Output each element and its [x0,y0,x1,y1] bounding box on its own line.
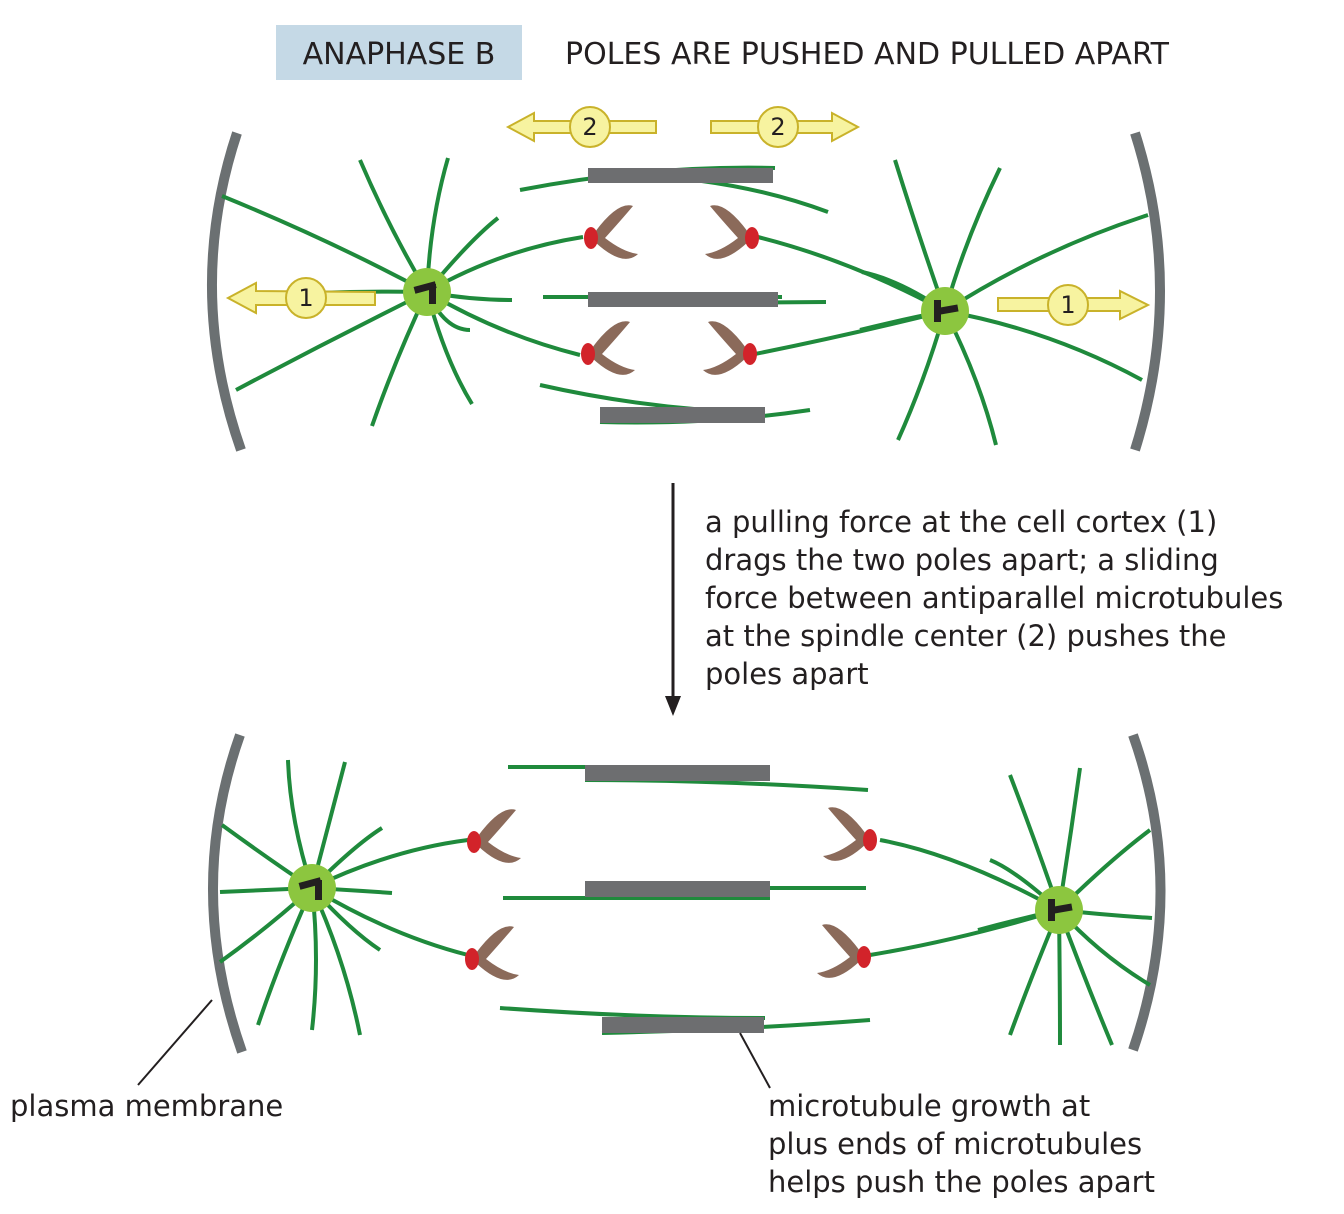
interpolar-microtubules-top [519,165,829,425]
growth-leader-line [739,1032,771,1089]
membrane-right-top [1130,131,1165,452]
overlap-zone [588,168,773,183]
interpolar-microtubules-bottom [499,765,871,1035]
chromosome [584,205,638,259]
header-badge [276,25,522,80]
chromosome [467,809,521,863]
force-arrow-cortex-left: 1 [225,277,376,319]
force-arrow-sliding-left: 2 [505,106,657,148]
bottom-spindle [208,733,1166,1054]
centrosome-right-bottom [1035,886,1083,934]
force-arrow-cortex-right: 1 [997,284,1151,326]
chromosome [705,205,759,259]
overlap-zone [600,407,765,423]
caption-line: poles apart [705,657,869,691]
force-number-label: 1 [1060,291,1075,319]
transition-arrow [665,483,681,716]
chromosomes-bottom [465,807,877,980]
overlap-zone [588,292,778,307]
chromosome [823,807,877,861]
centrosome-right-top [921,287,969,335]
force-number-label: 2 [770,113,785,141]
growth-callout-line: microtubule growth at [768,1089,1090,1123]
transition-caption: a pulling force at the cell cortex (1) d… [705,505,1283,691]
caption-line: drags the two poles apart; a sliding [705,543,1219,577]
membrane-left-top [206,131,246,452]
header-badge-label: ANAPHASE B [303,37,496,72]
growth-callout: microtubule growth at plus ends of micro… [768,1089,1155,1199]
centrosome-left-bottom [288,864,336,912]
membrane-right-bottom [1128,733,1166,1052]
growth-callout-line: helps push the poles apart [768,1165,1155,1199]
caption-line: force between antiparallel microtubules [705,581,1283,615]
plasma-membrane-label: plasma membrane [10,1089,283,1123]
force-arrow-sliding-right: 2 [710,106,861,148]
chromosome [817,924,871,978]
force-number-label: 2 [582,113,597,141]
overlap-zone [585,881,770,897]
force-number-label: 1 [298,284,313,312]
overlap-zone [585,765,770,781]
overlap-zone [602,1017,764,1033]
chromosomes-top [581,205,759,375]
membrane-left-bottom [208,733,247,1054]
growth-callout-line: plus ends of microtubules [768,1127,1142,1161]
chromosome [465,926,519,980]
caption-line: a pulling force at the cell cortex (1) [705,505,1217,539]
chromosome [703,321,757,375]
caption-line: at the spindle center (2) pushes the [705,619,1227,653]
top-spindle: 1 1 2 2 [206,106,1165,452]
centrosome-left-top [403,268,451,316]
chromosome [581,321,635,375]
membrane-leader-line [137,999,213,1086]
header-title: POLES ARE PUSHED AND PULLED APART [565,37,1170,72]
